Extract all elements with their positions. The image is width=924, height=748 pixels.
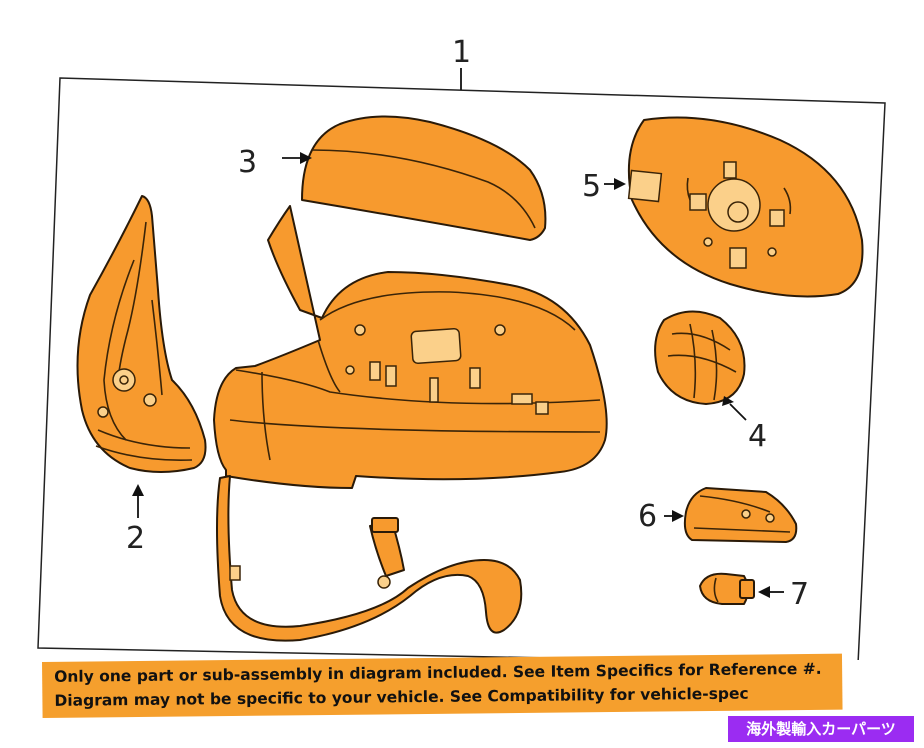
notice-line-2: Diagram may not be specific to your vehi… [54,684,749,710]
arrow-5 [614,178,626,190]
part-2-mirror-inner-cover [76,195,207,473]
callout-4: 4 [748,419,767,454]
diagram-frame [37,77,886,660]
part-5-mirror-glass [627,116,864,298]
callout-7: 7 [790,577,809,612]
arrow-6 [672,510,684,522]
arrow-7 [758,586,770,598]
part-7-bulb [699,572,755,605]
notice-banner: Only one part or sub-assembly in diagram… [42,653,843,718]
callout-5: 5 [582,169,601,204]
notice-line-1: Only one part or sub-assembly in diagram… [54,659,822,686]
callout-3: 3 [238,145,257,180]
arrow-2 [132,484,144,496]
part-4-mirror-motor [654,310,746,405]
part-3-mirror-cap [301,115,547,241]
part-1-mirror-assembly [213,205,608,642]
callout-6: 6 [638,499,657,534]
callout-2: 2 [126,521,145,556]
leader-line-4 [729,403,747,421]
parts-diagram: 1 2 3 [37,35,886,660]
callout-1: 1 [452,35,471,70]
part-6-turn-signal-lamp [683,487,798,543]
arrow-4 [722,396,734,406]
import-parts-badge: 海外製輸入カーパーツ [728,716,914,742]
arrow-3 [300,152,312,164]
